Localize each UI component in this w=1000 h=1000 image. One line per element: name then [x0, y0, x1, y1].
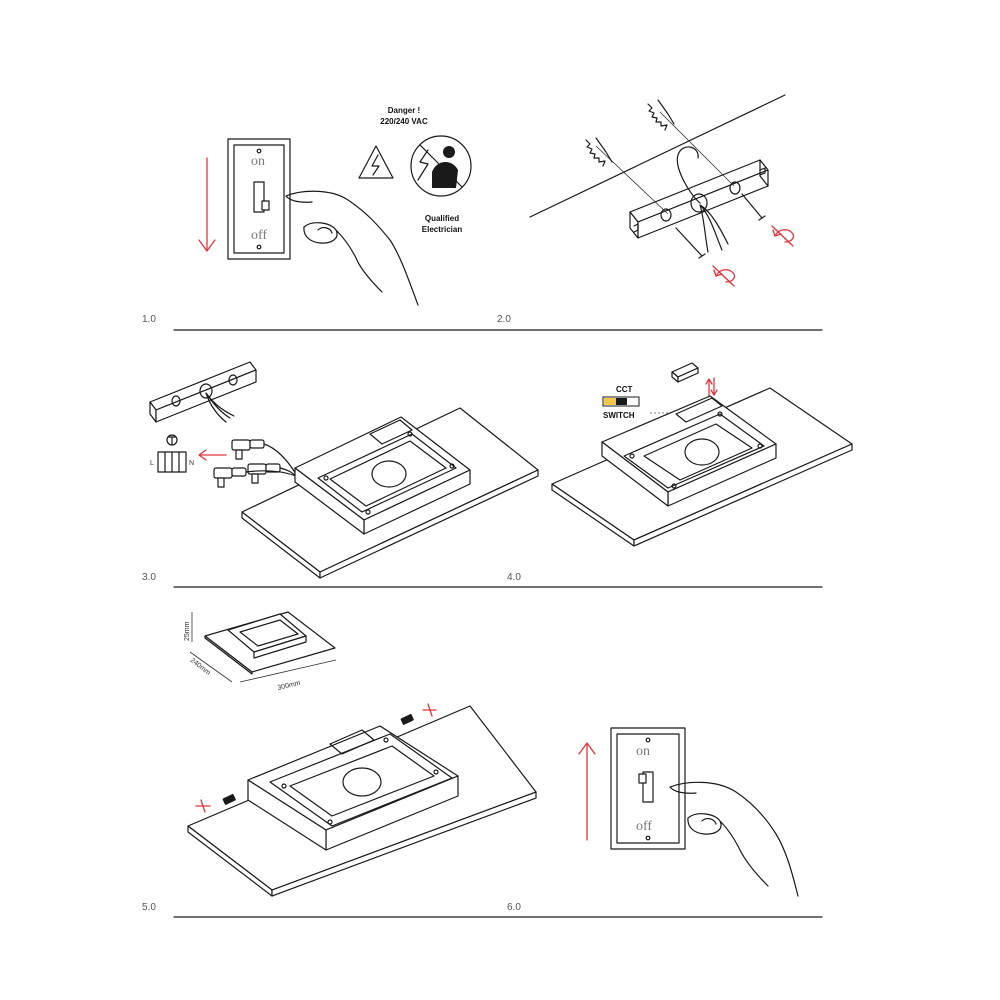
voltage-label: 220/240 VAC	[380, 117, 428, 126]
qualified-label: Qualified	[425, 214, 459, 223]
step-6-panel: on off	[578, 727, 799, 897]
step-label: 6.0	[507, 902, 521, 913]
width-dimension: 300mm	[277, 680, 301, 692]
wall-switch: on off	[610, 727, 686, 850]
step-1-panel: on off Danger ! 220/240 VAC Qualified El…	[198, 106, 472, 306]
screw-left	[675, 227, 706, 259]
step-label: 4.0	[507, 572, 521, 583]
step-4-panel: CCT SWITCH	[551, 362, 853, 547]
svg-text:L: L	[150, 460, 154, 467]
arrow-down-head	[198, 239, 216, 252]
step-label: 2.0	[497, 314, 511, 325]
screw-right	[741, 193, 766, 221]
step-label: 3.0	[142, 572, 156, 583]
wall-plug-right	[647, 99, 735, 187]
ceiling-line	[529, 94, 786, 218]
dimension-drawing	[189, 611, 337, 683]
switch-off-label: off	[636, 819, 652, 834]
led-panel	[187, 705, 537, 897]
mounting-bracket	[149, 361, 257, 423]
step-3-panel: L N	[149, 361, 539, 579]
step-2-panel	[529, 94, 795, 287]
electrician-icon	[410, 135, 472, 197]
cct-label: CCT	[616, 385, 633, 394]
hand-illustration	[285, 190, 419, 306]
depth-dimension: 240mm	[189, 657, 212, 677]
rotate-screw-icon	[712, 265, 736, 287]
cct-switch-icon	[602, 396, 640, 407]
fixing-screw-right	[400, 703, 437, 725]
electrician-label: Electrician	[422, 225, 463, 234]
switch-on-label: on	[251, 154, 265, 169]
fixing-screw-left	[195, 794, 236, 813]
terminal-block: L N	[150, 451, 194, 473]
switch-cover	[671, 362, 699, 383]
svg-text:N: N	[189, 460, 194, 467]
height-dimension: 25mm	[184, 621, 191, 641]
bracket-wires	[205, 392, 235, 423]
step-5-panel: 25mm 240mm 300mm	[184, 611, 537, 897]
led-panel	[241, 407, 539, 579]
led-panel	[551, 387, 853, 547]
switch-on-label: on	[636, 744, 650, 759]
rotate-screw-icon	[771, 225, 795, 247]
shock-warning-icon	[358, 145, 394, 179]
wall-plug-left	[585, 137, 669, 215]
hand-illustration	[669, 781, 799, 897]
cable-bundle	[676, 146, 729, 253]
mounting-bracket	[629, 159, 769, 239]
step-label: 5.0	[142, 902, 156, 913]
switch-off-label: off	[251, 228, 267, 243]
danger-label: Danger !	[388, 106, 420, 115]
wall-switch: on off	[227, 138, 291, 260]
step-label: 1.0	[142, 314, 156, 325]
ground-symbol-icon	[166, 434, 178, 446]
switch-label: SWITCH	[603, 411, 635, 420]
arrow-up-head	[578, 742, 596, 755]
